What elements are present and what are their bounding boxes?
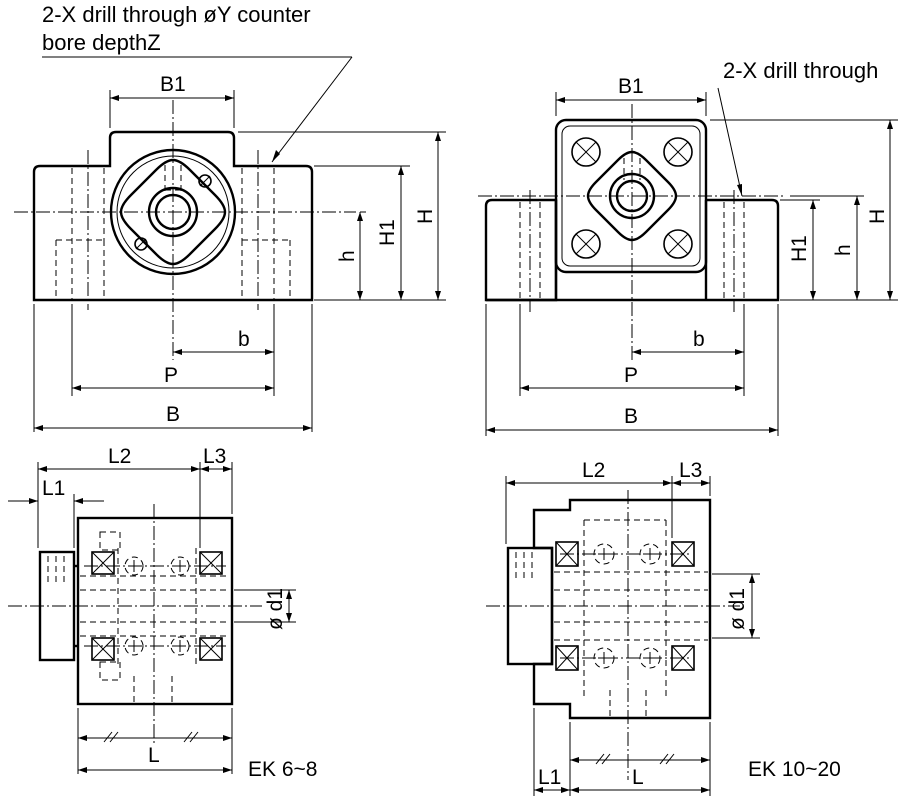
dim-L-small: L [148, 744, 160, 767]
note-right: 2-X drill through [723, 58, 878, 83]
dim-h-left: h [336, 250, 359, 262]
dim-L2-small: L2 [108, 445, 131, 468]
bolt-marks-right [571, 137, 693, 259]
front-view-large: 2-X drill through [478, 58, 898, 436]
dim-B-left: B [166, 403, 180, 426]
front-view-small: 2-X drill through øY counter bore depthZ [14, 2, 446, 432]
dim-B1-right: B1 [618, 75, 644, 98]
dim-P-left: P [164, 364, 178, 387]
caption-large: EK 10~20 [748, 758, 841, 781]
dim-d1-small: ø d1 [264, 588, 287, 630]
dim-h-right: h [832, 244, 855, 256]
dim-B-right: B [624, 405, 638, 428]
note-left-line1: 2-X drill through øY counter [42, 2, 311, 27]
note-left-line2: bore depthZ [42, 30, 161, 55]
side-view-large: L2 L3 ø d1 L1 L EK 10~20 [486, 459, 841, 796]
dim-H1-left: H1 [376, 219, 399, 246]
dim-L1-small: L1 [42, 477, 65, 500]
dim-L2-large: L2 [582, 459, 605, 482]
dim-b-right: b [693, 328, 705, 351]
dim-B1-left: B1 [160, 73, 186, 96]
dim-P-right: P [624, 364, 638, 387]
side-view-small: L2 L3 L1 ø d1 L EK 6~8 [8, 445, 317, 781]
dim-L3-small: L3 [203, 445, 226, 468]
dim-H1-right: H1 [788, 235, 811, 262]
dim-H-right: H [866, 209, 889, 224]
dim-L1-large: L1 [538, 766, 561, 789]
dim-d1-large: ø d1 [726, 588, 749, 630]
dim-b-left: b [238, 328, 250, 351]
dim-L3-large: L3 [679, 459, 702, 482]
dim-L-large: L [632, 766, 644, 789]
dim-H-left: H [414, 209, 437, 224]
bearing-marks-small [91, 551, 223, 661]
caption-small: EK 6~8 [248, 758, 317, 781]
